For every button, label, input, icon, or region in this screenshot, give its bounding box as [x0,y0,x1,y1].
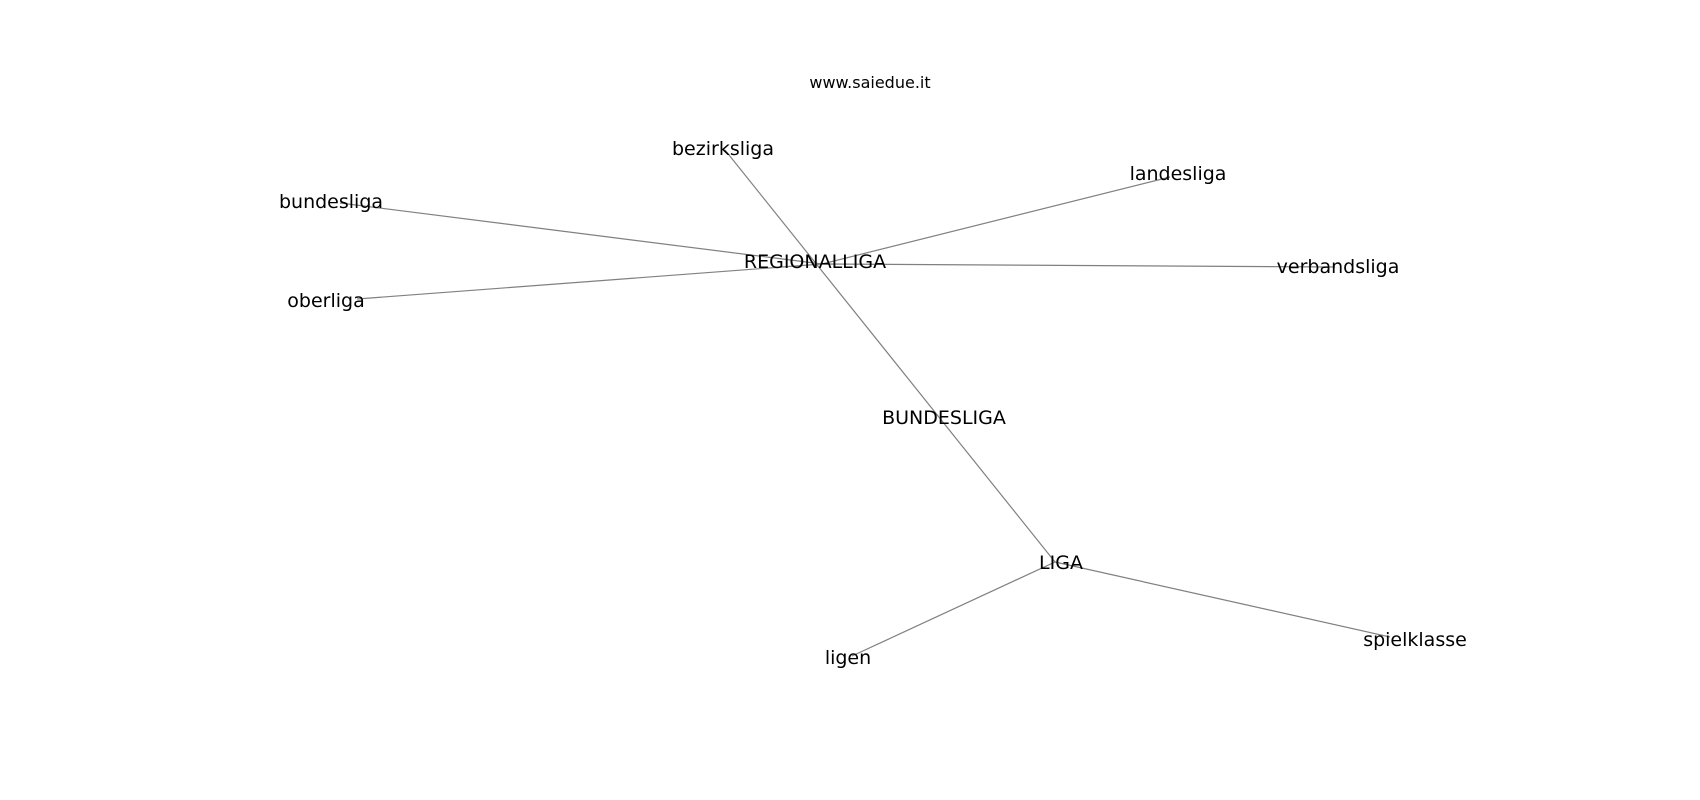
node-label-oberliga: oberliga [287,290,364,312]
node-label-bundesliga: bundesliga [279,191,383,213]
edge-regionalliga-bundesliga [339,202,823,265]
label-layer: REGIONALLIGA BUNDESLIGA LIGA bezirksliga bun… [279,138,1467,669]
node-label-ligen: ligen [825,647,871,669]
edge-regionalliga-oberliga [356,263,823,300]
watermark-text: www.saiedue.it [809,73,930,92]
edge-layer [339,149,1391,657]
node-label-landesliga: landesliga [1130,163,1227,185]
node-label-regionalliga: REGIONALLIGA [744,251,886,273]
node-label-bezirksliga: bezirksliga [672,138,774,160]
edge-liga-ligen [851,561,1056,657]
edge-bezirksliga-liga [724,149,1056,563]
node-label-bundesliga-main: BUNDESLIGA [882,407,1006,429]
node-label-liga: LIGA [1039,552,1083,574]
node-label-verbandsliga: verbandsliga [1277,256,1400,278]
node-label-spielklasse: spielklasse [1363,629,1467,651]
edge-regionalliga-verbandsliga [821,263,1336,268]
edge-liga-spielklasse [1054,561,1391,638]
edge-regionalliga-landesliga [821,176,1171,265]
